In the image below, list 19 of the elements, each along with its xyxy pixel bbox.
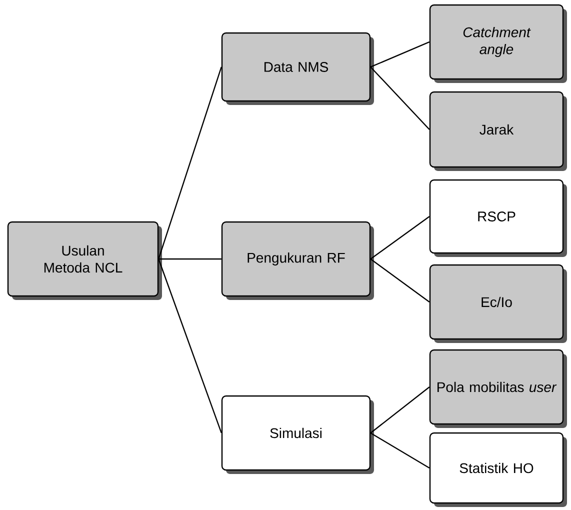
connector-line	[370, 258, 430, 302]
box: Pengukuran RF	[221, 221, 374, 300]
box: Usulan Metoda NCL	[7, 221, 162, 300]
box: Jarak	[429, 91, 567, 171]
connector-line	[370, 432, 430, 468]
box: RSCP	[429, 179, 567, 257]
connector-line	[158, 66, 222, 260]
connector-line	[158, 258, 222, 434]
connector-line	[370, 41, 430, 68]
box: Data NMS	[221, 32, 374, 105]
box: Ec/Io	[429, 264, 567, 343]
connector-line	[370, 216, 430, 260]
box: Simulasi	[221, 395, 374, 474]
connector-line	[370, 66, 430, 130]
box: Catchment angle	[429, 4, 567, 83]
box: Statistik HO	[429, 432, 567, 507]
box: Pola mobilitas user	[429, 349, 567, 428]
connector-line	[158, 258, 222, 260]
connector-line	[370, 386, 430, 434]
